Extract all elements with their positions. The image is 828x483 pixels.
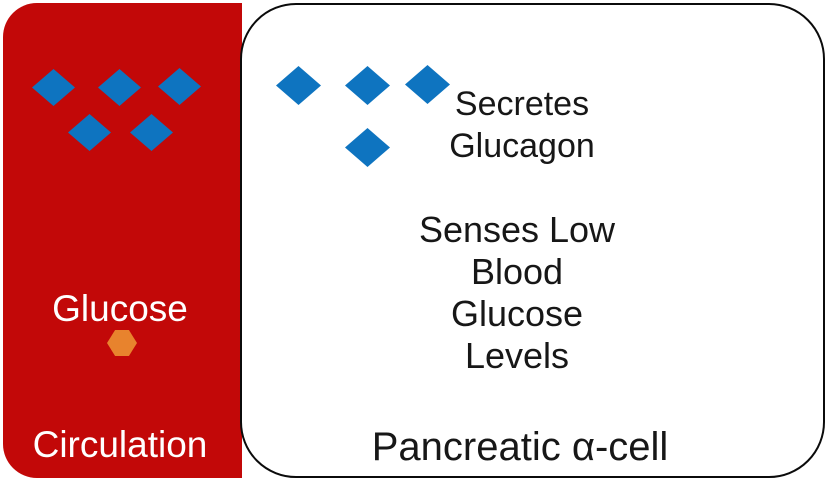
glucagon-diamond-icon — [345, 128, 390, 167]
senses-low-blood-glucose-label: Senses Low Blood Glucose Levels — [397, 209, 637, 377]
secretes-line: Secretes — [454, 85, 590, 123]
circulation-box: Glucose Circulation — [3, 3, 242, 478]
alpha-cell-title: Pancreatic α-cell — [371, 425, 669, 469]
glucagon-diamond-icon — [98, 69, 141, 106]
senses-line: Levels — [464, 335, 570, 376]
glucagon-diamond-icon — [32, 69, 75, 106]
glucagon-diamond-icon — [158, 68, 201, 105]
alpha-cell-box: Secretes Glucagon Senses Low Blood Gluco… — [240, 3, 825, 478]
glucagon-diamond-icon — [130, 114, 173, 151]
circulation-label: Circulation — [32, 424, 208, 465]
senses-line: Blood — [470, 251, 564, 292]
secretes-line: Glucagon — [449, 127, 595, 165]
senses-line: Glucose — [450, 293, 584, 334]
glucagon-diamond-icon — [68, 114, 111, 151]
secretes-glucagon-label: Secretes Glucagon — [422, 83, 622, 167]
glucagon-diamond-icon — [345, 66, 390, 105]
glucose-hexagon-icon — [107, 330, 137, 356]
glucagon-diamond-icon — [276, 66, 321, 105]
senses-line: Senses Low — [418, 209, 616, 250]
glucose-label: Glucose — [52, 288, 188, 329]
